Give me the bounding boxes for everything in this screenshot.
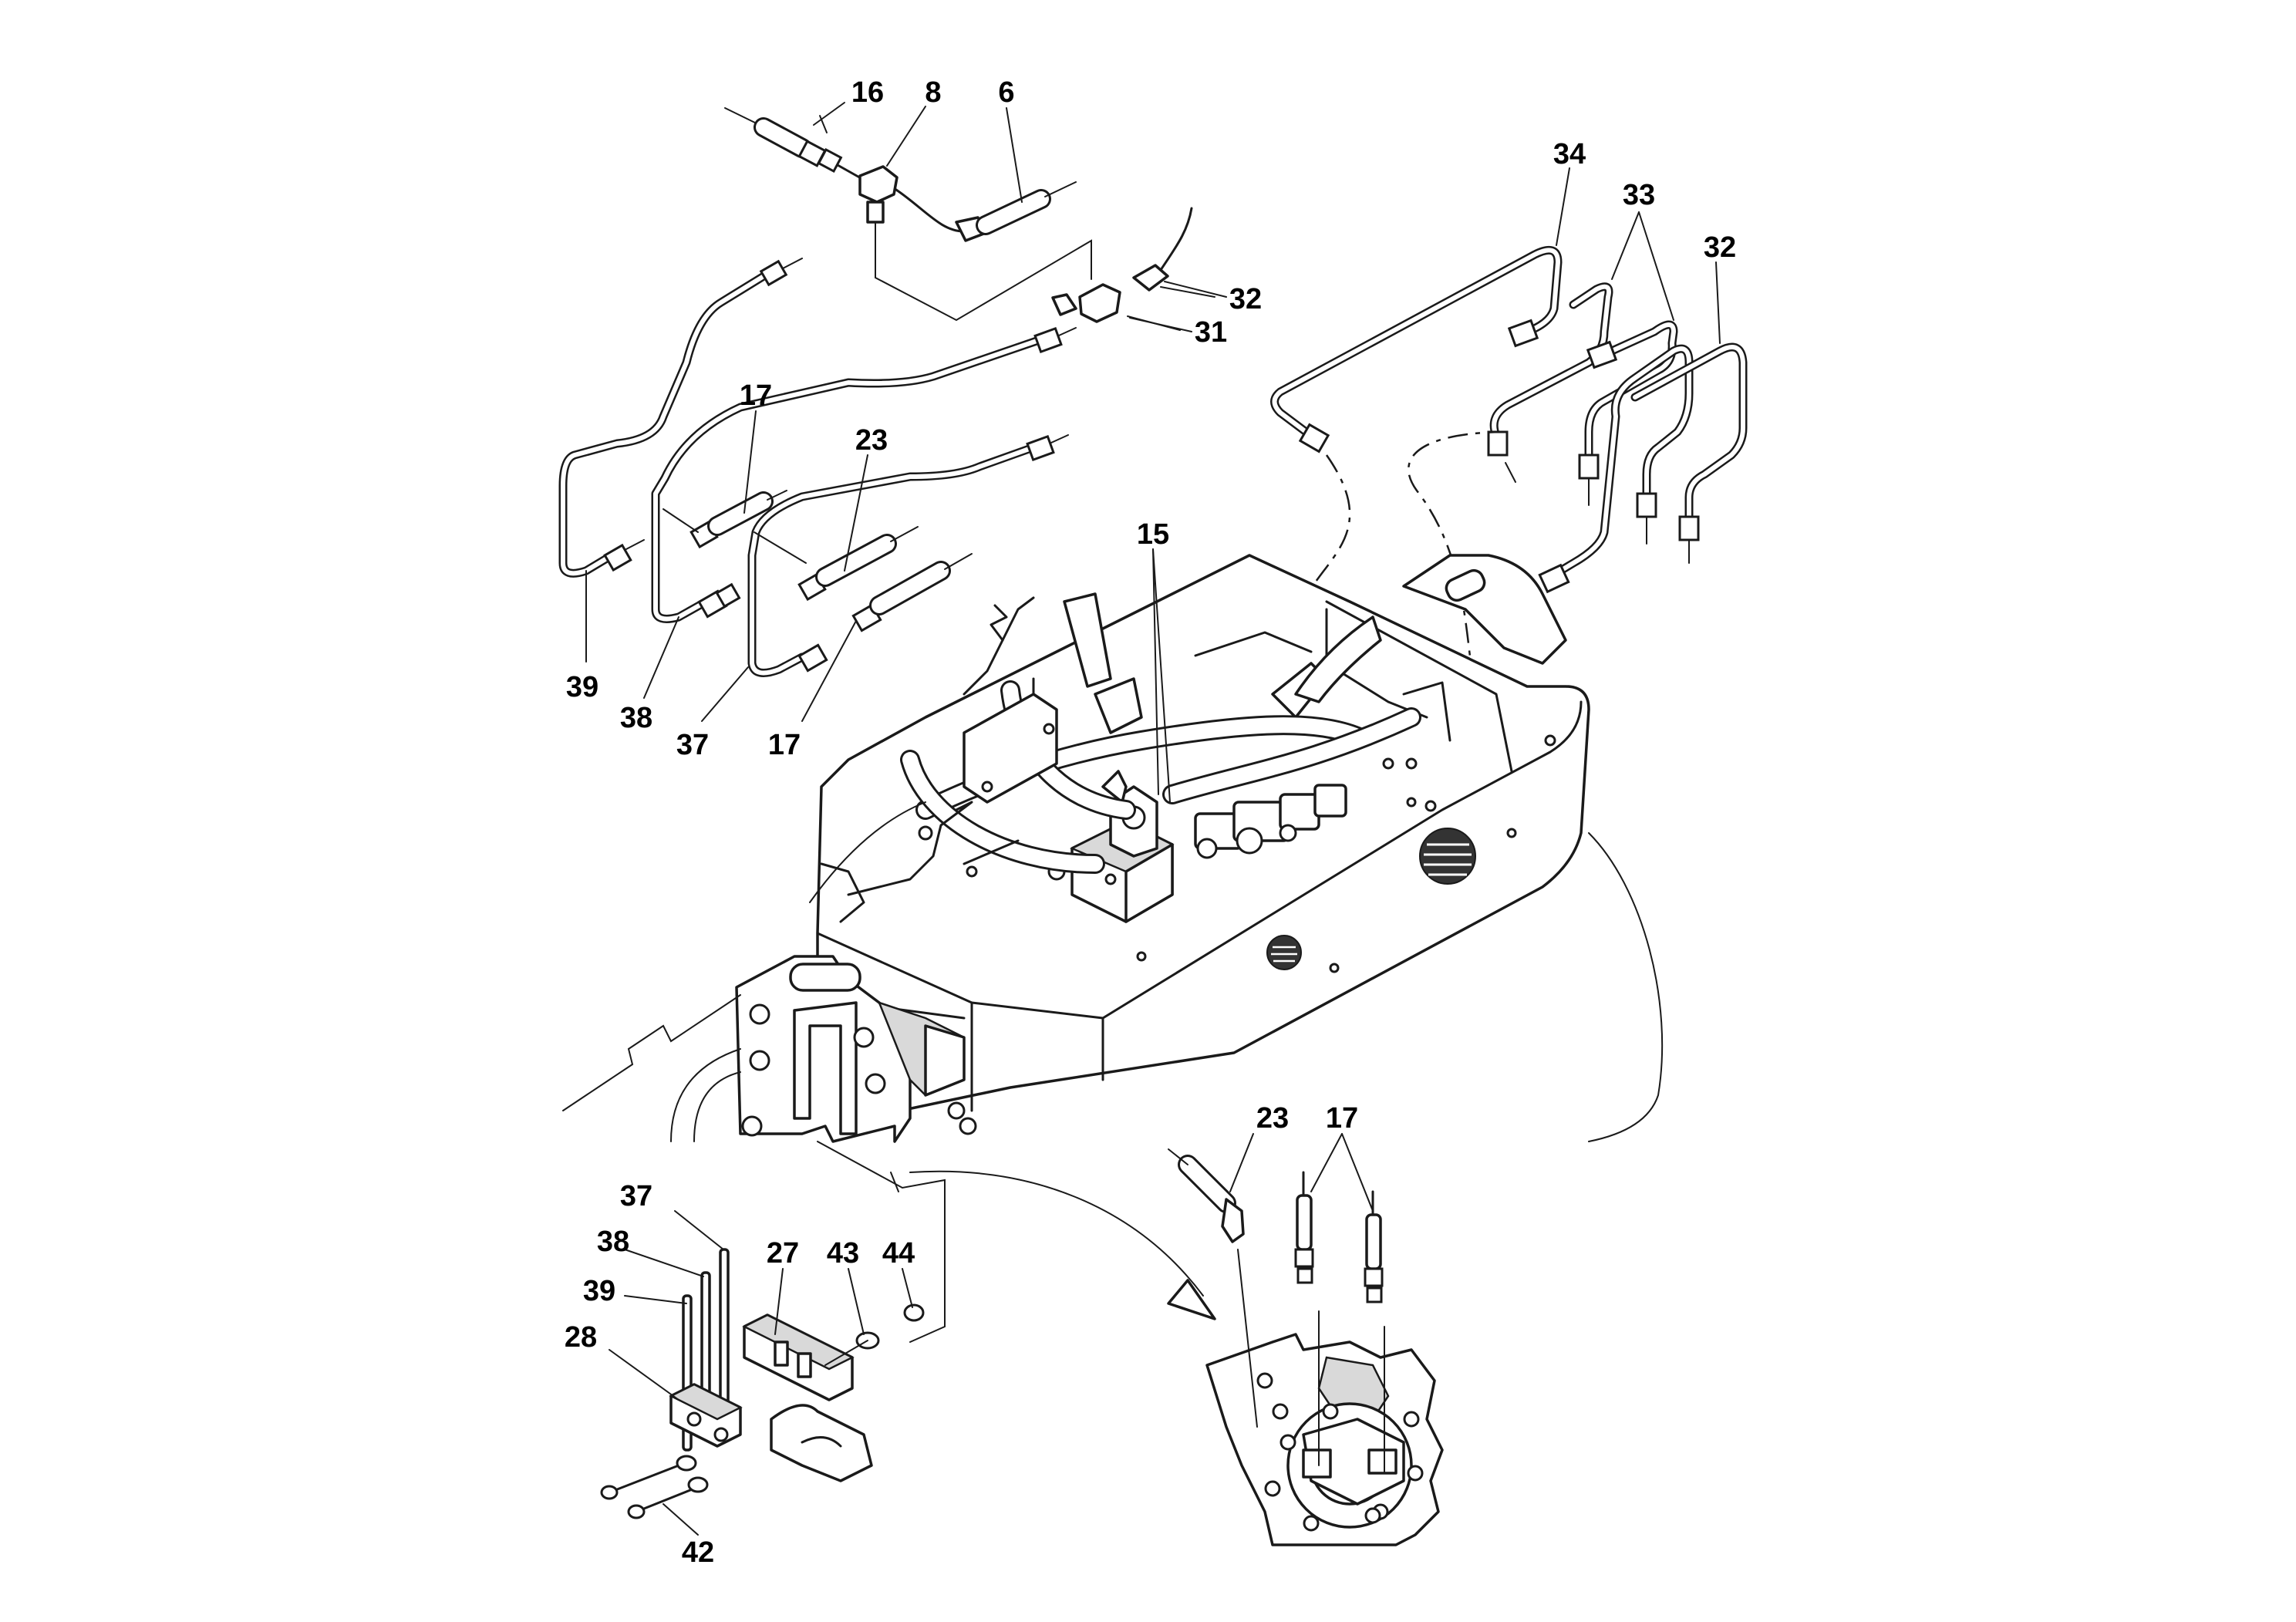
callout-42: 42 [682,1536,714,1569]
callout-33: 33 [1623,179,1655,211]
tube-34 [1270,245,1563,454]
callout-23-upper: 23 [855,424,888,457]
break-lines [562,801,1664,1142]
top-hoses [900,615,1451,874]
hose-assembly-16-8-6 [724,107,1092,322]
callout-27: 27 [767,1237,799,1270]
callout-31: 31 [1195,316,1227,349]
tube-38 [651,326,1077,623]
callout-17-upper: 17 [740,379,772,412]
tube-33-b [1578,320,1678,506]
callout-38-lower: 38 [597,1226,629,1258]
callout-15: 15 [1137,518,1169,551]
callout-23-lower: 23 [1256,1102,1289,1135]
callout-39-lower: 39 [583,1275,615,1307]
callout-6: 6 [998,76,1014,109]
callout-labels: 16 8 6 32 31 34 33 32 17 23 15 39 38 37 … [565,76,1736,1569]
centerline-33 [1408,430,1509,679]
detail-view-motor [1205,1249,1444,1546]
left-frame-cutaway [820,592,1143,923]
callout-17-middle: 17 [768,729,801,761]
callout-43: 43 [827,1237,859,1270]
detail-adapters [1168,1148,1384,1303]
clamp-assembly [600,1141,946,1519]
callout-37-upper: 37 [676,729,709,761]
callout-38-upper: 38 [620,702,652,734]
adapter-17-upper [663,490,787,549]
adapter-23-left [797,526,919,602]
callout-32-upper: 32 [1229,283,1262,315]
callout-44: 44 [882,1237,915,1270]
tube-33-c [1538,344,1694,594]
tee-fitting-31 [1051,207,1227,331]
callout-16: 16 [851,76,884,109]
callout-8: 8 [925,76,941,109]
leader-lines [585,102,1721,1536]
tube-37 [747,434,1069,677]
callout-28: 28 [565,1321,597,1354]
front-bracket [735,955,977,1143]
callout-32-right: 32 [1704,231,1736,264]
tube-39 [558,258,803,578]
detail-arrow [909,1170,1216,1320]
callout-17-lower: 17 [1326,1102,1358,1135]
tube-32-right [1630,342,1748,564]
callout-34: 34 [1553,138,1586,170]
callout-37-lower: 37 [620,1180,652,1212]
adapter-17-lower [851,553,973,632]
callout-39-upper: 39 [566,671,598,703]
